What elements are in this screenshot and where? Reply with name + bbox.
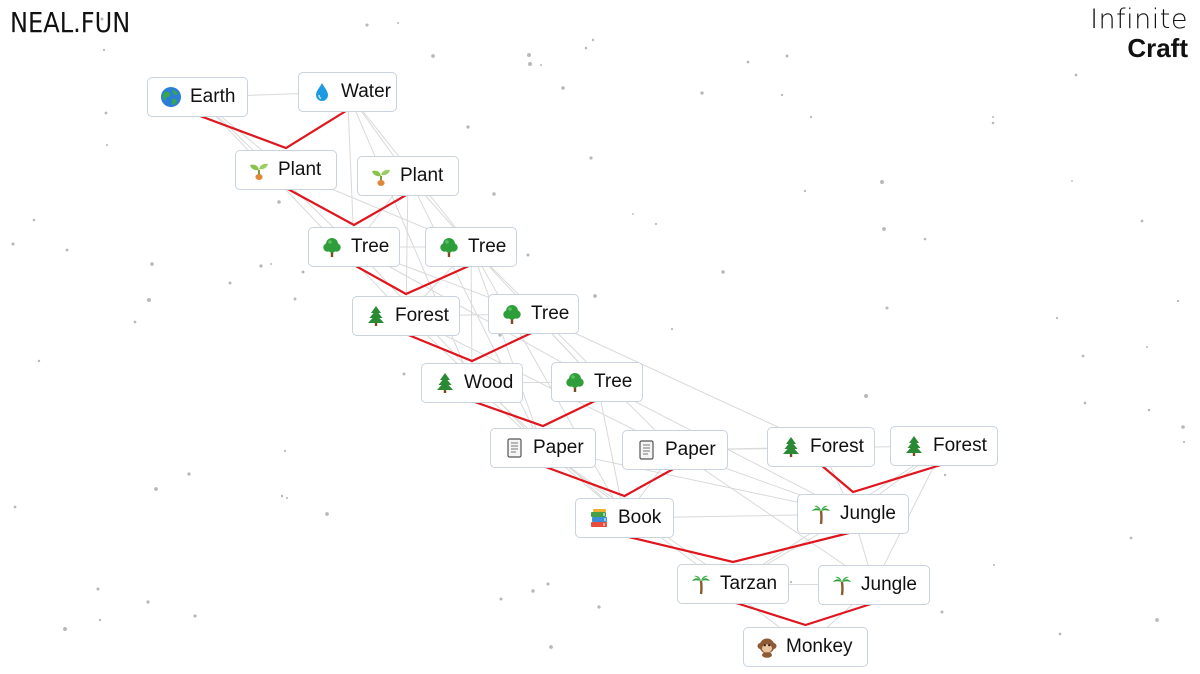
combination-line [820, 462, 945, 494]
item-earth[interactable]: Earth [147, 77, 248, 117]
faint-connection-line [197, 96, 407, 317]
item-label: Tree [351, 236, 390, 257]
combination-line [732, 600, 875, 627]
item-label: Tarzan [720, 573, 778, 594]
faint-connection-line [533, 313, 822, 448]
item-label: Tree [531, 303, 570, 324]
seedling-icon [248, 159, 270, 181]
scroll-icon [635, 439, 657, 461]
item-label: Tree [594, 371, 633, 392]
scroll-icon [503, 437, 525, 459]
faint-connection-line [407, 175, 544, 449]
palm-icon [690, 573, 712, 595]
books-icon [588, 507, 610, 529]
brand-line-2: Craft [1127, 33, 1188, 63]
item-paper1[interactable]: Paper [490, 428, 596, 468]
faint-connection-line [873, 445, 945, 586]
item-label: Paper [665, 439, 716, 460]
item-forest2[interactable]: Forest [767, 427, 875, 467]
combination-line [471, 399, 598, 428]
earth-icon [160, 86, 182, 108]
item-plant2[interactable]: Plant [357, 156, 459, 196]
item-wood[interactable]: Wood [421, 363, 523, 403]
item-label: Book [618, 507, 662, 528]
evergreen-icon [434, 372, 456, 394]
tree-icon [501, 303, 523, 325]
item-label: Paper [533, 437, 584, 458]
evergreen-icon [780, 436, 802, 458]
faint-connection-line [353, 246, 544, 449]
item-plant1[interactable]: Plant [235, 150, 337, 190]
combination-line [353, 263, 472, 296]
faint-connection-line [470, 246, 544, 449]
item-monkey[interactable]: Monkey [743, 627, 868, 667]
faint-connection-line [405, 315, 676, 451]
brand-line-1: Infinite [1090, 4, 1188, 35]
monkey-icon [756, 636, 778, 658]
item-label: Tree [468, 236, 507, 257]
combination-line [405, 331, 534, 363]
item-forest3[interactable]: Forest [890, 426, 998, 466]
palm-icon [831, 574, 853, 596]
item-tarzan[interactable]: Tarzan [677, 564, 789, 604]
item-book[interactable]: Book [575, 498, 674, 538]
evergreen-icon [903, 435, 925, 457]
item-tree2[interactable]: Tree [425, 227, 517, 267]
tree-icon [438, 236, 460, 258]
seedling-icon [370, 165, 392, 187]
item-jungle1[interactable]: Jungle [797, 494, 909, 534]
evergreen-icon [365, 305, 387, 327]
item-jungle2[interactable]: Jungle [818, 565, 930, 605]
combination-line [542, 464, 676, 498]
faint-connection-line [674, 449, 875, 586]
tree-icon [321, 236, 343, 258]
item-label: Wood [464, 372, 514, 393]
infinite-craft-logo: Infinite Craft [1090, 6, 1188, 61]
item-label: Water [341, 81, 391, 102]
item-label: Earth [190, 86, 236, 107]
item-tree4[interactable]: Tree [551, 362, 643, 402]
faint-connection-line [347, 91, 355, 248]
item-label: Forest [395, 305, 449, 326]
item-label: Plant [278, 159, 322, 180]
item-label: Forest [810, 436, 864, 457]
neal-fun-logo[interactable]: NEAL.FUN [10, 6, 131, 39]
item-forest1[interactable]: Forest [352, 296, 460, 336]
item-label: Jungle [861, 574, 917, 595]
item-tree3[interactable]: Tree [488, 294, 579, 334]
item-label: Forest [933, 435, 987, 456]
combination-line [285, 187, 409, 227]
tree-icon [564, 371, 586, 393]
item-label: Jungle [840, 503, 896, 524]
faint-connection-line [470, 246, 676, 451]
item-tree1[interactable]: Tree [308, 227, 400, 267]
item-water[interactable]: Water [298, 72, 397, 112]
palm-icon [810, 503, 832, 525]
item-label: Monkey [786, 636, 853, 657]
combination-line [624, 530, 854, 564]
item-paper2[interactable]: Paper [622, 430, 728, 470]
droplet-icon [311, 81, 333, 103]
item-label: Plant [400, 165, 444, 186]
combination-line [197, 109, 349, 150]
